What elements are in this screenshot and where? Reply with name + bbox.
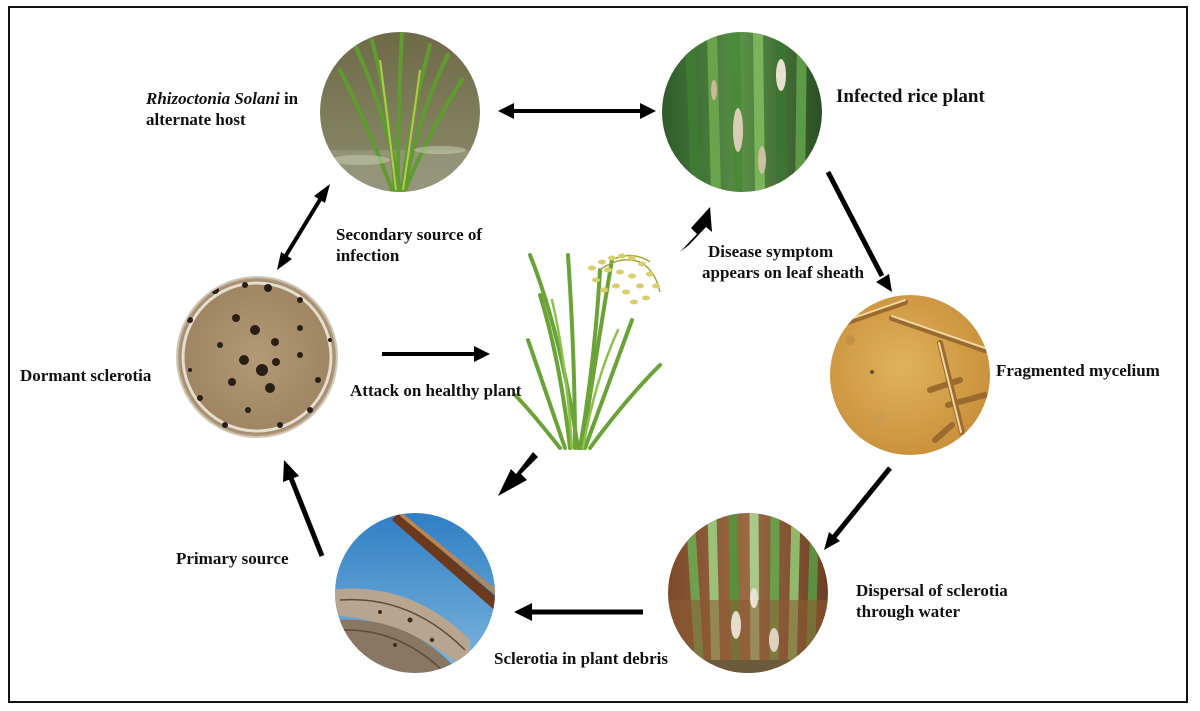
arrow-debris-dormant xyxy=(283,460,325,557)
fragmented-mycelium-image xyxy=(830,295,990,455)
secondary-source-label: Secondary source of infection xyxy=(336,225,483,265)
arrow-host-infected xyxy=(498,103,656,119)
dispersal-label: Dispersal of sclerotia through water xyxy=(856,581,1008,621)
arrow-infected-mycelium xyxy=(825,170,892,292)
infected-rice-plant-label: Infected rice plant xyxy=(836,86,985,107)
arrow-dispersal-debris xyxy=(514,603,643,621)
healthy-rice-plant-icon xyxy=(513,253,662,450)
arrow-attack xyxy=(382,346,490,362)
arrow-disease-symptom xyxy=(680,207,712,252)
primary-source-label: Primary source xyxy=(176,549,289,568)
fragmented-mycelium-label: Fragmented mycelium xyxy=(996,361,1160,380)
plant-debris-image xyxy=(335,513,495,673)
diagram-border xyxy=(8,6,1188,703)
alternate-host-label: Rhizoctonia Solani in alternate host xyxy=(146,89,299,129)
disease-symptom-label: Disease symptom appears on leaf sheath xyxy=(702,242,864,282)
arrow-dormant-host xyxy=(277,184,330,270)
alternate-host-image xyxy=(320,32,480,192)
infected-rice-plant-image xyxy=(662,32,822,192)
dispersal-image xyxy=(668,513,828,673)
arrow-plant-to-debris xyxy=(498,452,538,496)
dormant-sclerotia-label: Dormant sclerotia xyxy=(20,366,152,385)
attack-label: Attack on healthy plant xyxy=(350,381,522,400)
plant-debris-label: Sclerotia in plant debris xyxy=(494,649,668,668)
arrow-mycelium-dispersal xyxy=(824,466,892,550)
dormant-sclerotia-image xyxy=(176,276,338,438)
